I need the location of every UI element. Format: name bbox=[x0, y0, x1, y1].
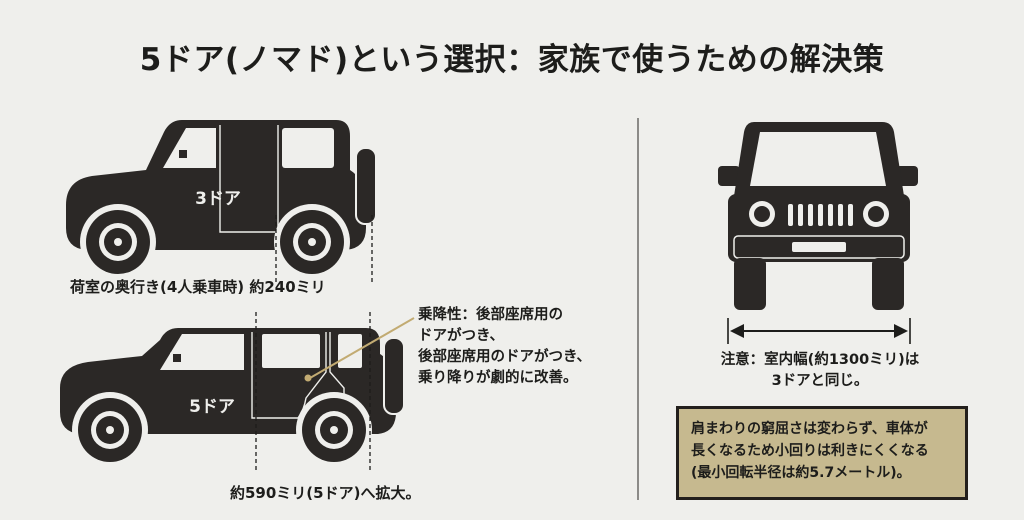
front-view-windshield bbox=[750, 132, 886, 186]
note-line: 注意：室内幅(約1300ミリ)は bbox=[720, 352, 920, 368]
callout-line: 乗降性：後部座席用の bbox=[418, 307, 563, 323]
page-title: 5ドア(ノマド)という選択：家族で使うための解決策 bbox=[139, 42, 885, 78]
three-door-front-wheel bbox=[86, 210, 150, 274]
three-door-vehicle-illustration bbox=[66, 120, 377, 282]
front-view-right-tire bbox=[872, 258, 904, 310]
warning-box: 肩まわりの窮屈さは変わらず、車体が 長くなるため小回りは利きにくくなる (最小回… bbox=[676, 406, 968, 500]
front-view-left-mirror bbox=[718, 166, 740, 186]
warning-line: (最小回転半径は約5.7メートル)。 bbox=[691, 465, 911, 481]
callout-line: 後部座席用のドアがつき、 bbox=[418, 349, 591, 365]
callout-line: ドアがつき、 bbox=[418, 328, 504, 344]
five-door-callout-text: 乗降性：後部座席用の ドアがつき、 後部座席用のドアがつき、 乗り降りが劇的に改… bbox=[418, 305, 591, 389]
interior-width-note: 注意：室内幅(約1300ミリ)は 3ドアと同じ。 bbox=[700, 350, 940, 392]
three-door-cargo-label: 荷室の奥行き(4人乗車時) 約240ミリ bbox=[70, 278, 326, 296]
interior-width-arrow bbox=[727, 318, 911, 344]
five-door-rear-door-window bbox=[262, 334, 320, 368]
five-door-badge: 5ドア bbox=[189, 397, 235, 417]
five-door-rear-wheel bbox=[302, 398, 366, 462]
front-view-vehicle-illustration bbox=[718, 122, 918, 344]
five-door-front-wheel bbox=[78, 398, 142, 462]
warning-line: 長くなるため小回りは利きにくくなる bbox=[691, 443, 929, 459]
three-door-badge: 3ドア bbox=[195, 189, 241, 209]
three-door-side-window bbox=[282, 128, 334, 168]
five-door-callout-anchor bbox=[304, 374, 312, 382]
three-door-spare-tire bbox=[355, 147, 377, 225]
callout-line: 乗り降りが劇的に改善。 bbox=[418, 370, 578, 386]
front-view-left-tire bbox=[734, 258, 766, 310]
five-door-spare-tire bbox=[383, 337, 405, 415]
warning-line: 肩まわりの窮屈さは変わらず、車体が bbox=[691, 421, 928, 437]
five-door-vehicle-illustration bbox=[60, 312, 415, 470]
three-door-rear-wheel bbox=[280, 210, 344, 274]
five-door-callout-leader bbox=[309, 317, 415, 379]
five-door-cargo-label: 約590ミリ(5ドア)へ拡大。 bbox=[230, 484, 421, 502]
note-line: 3ドアと同じ。 bbox=[771, 373, 869, 389]
front-view-grille bbox=[788, 204, 853, 226]
